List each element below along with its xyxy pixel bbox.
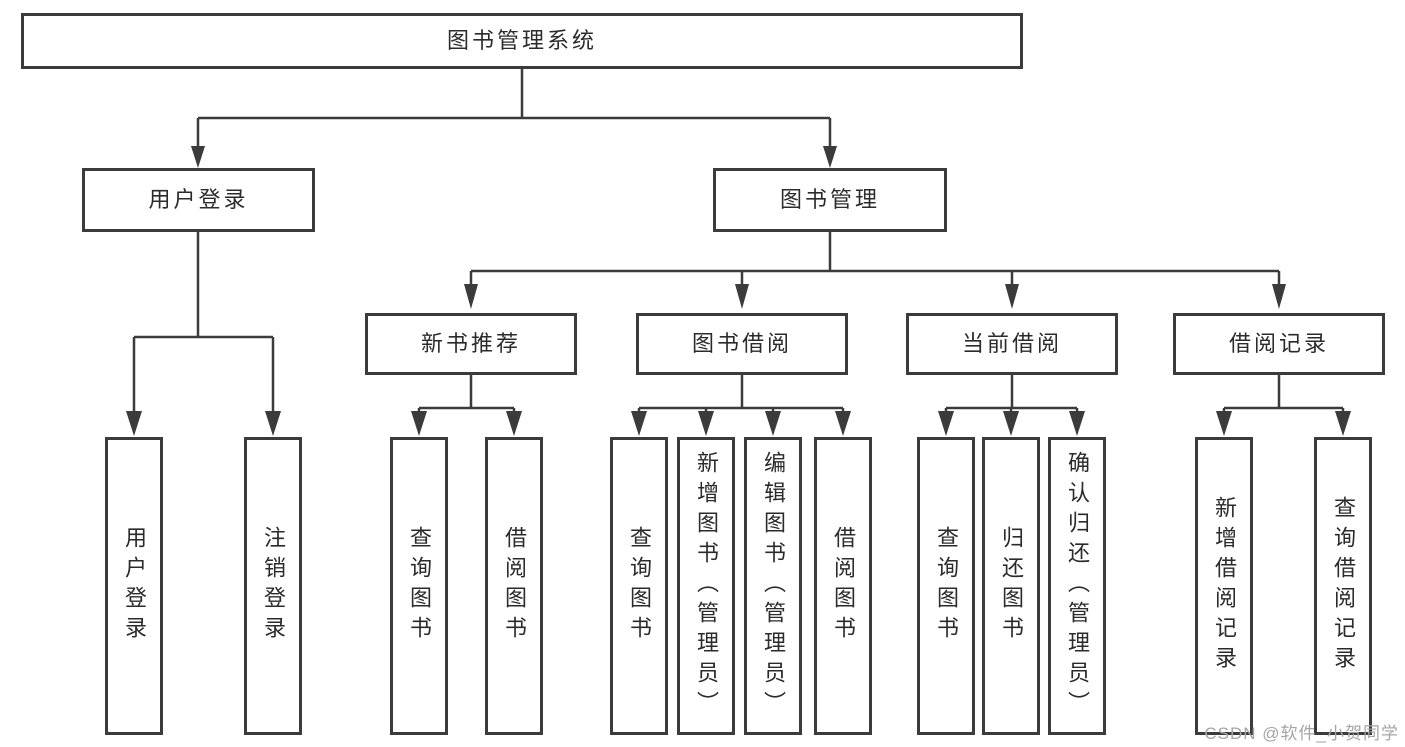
connector-line [196, 69, 832, 147]
node-book-management: 图书管理 [713, 168, 947, 232]
node-logout: 注销登录 [244, 437, 302, 735]
arrowhead [126, 411, 142, 436]
arrowhead [506, 411, 522, 436]
arrowhead [191, 146, 205, 168]
connector-line [944, 375, 1079, 413]
arrowhead [464, 284, 478, 309]
arrowhead [265, 411, 281, 436]
arrowhead [938, 411, 954, 436]
arrowhead [1272, 284, 1286, 309]
node-user-login-leaf: 用户登录 [105, 437, 163, 735]
connector-current-borrow-branches [938, 375, 1085, 436]
node-library-management-system: 图书管理系统 [21, 13, 1023, 69]
node-query-book-borrow: 查询图书 [610, 437, 668, 735]
node-edit-book-admin: 编辑图书（管理员） [744, 437, 802, 735]
connector-borrow-record-branches [1216, 375, 1351, 436]
node-borrow-book-recommend: 借阅图书 [485, 437, 543, 735]
connector-user-login-branches [126, 232, 281, 436]
connector-new-book-recommend-branches [411, 375, 522, 436]
node-book-borrow: 图书借阅 [636, 313, 848, 375]
node-return-book: 归还图书 [982, 437, 1040, 735]
arrowhead [1216, 411, 1232, 436]
arrowhead [1003, 411, 1019, 436]
arrowhead [631, 411, 647, 436]
connector-line [469, 232, 1281, 285]
connector-root-branches [191, 69, 837, 168]
node-query-book-current: 查询图书 [917, 437, 975, 735]
connector-book-borrow-branches [631, 375, 851, 436]
connector-line [132, 232, 275, 413]
connector-line [637, 375, 845, 413]
arrowhead [823, 146, 837, 168]
node-current-borrow: 当前借阅 [906, 313, 1118, 375]
node-add-borrow-record: 新增借阅记录 [1195, 437, 1253, 735]
node-borrow-book-leaf: 借阅图书 [814, 437, 872, 735]
connector-line [1222, 375, 1345, 413]
node-query-borrow-record: 查询借阅记录 [1314, 437, 1372, 735]
arrowhead [411, 411, 427, 436]
arrowhead [835, 411, 851, 436]
node-borrow-record: 借阅记录 [1173, 313, 1385, 375]
arrowhead [698, 411, 714, 436]
arrowhead [1069, 411, 1085, 436]
arrowhead [1335, 411, 1351, 436]
node-user-login: 用户登录 [82, 168, 315, 232]
connector-line [417, 375, 516, 413]
arrowhead [1005, 284, 1019, 309]
watermark: CSDN @软件_小贺同学 [1204, 724, 1399, 743]
arrowhead [735, 284, 749, 309]
connector-book-management-branches [464, 232, 1286, 309]
node-confirm-return-admin: 确认归还（管理员） [1048, 437, 1106, 735]
arrowhead [765, 411, 781, 436]
node-new-book-recommend: 新书推荐 [365, 313, 577, 375]
node-add-book-admin: 新增图书（管理员） [677, 437, 735, 735]
node-query-book-recommend: 查询图书 [390, 437, 448, 735]
